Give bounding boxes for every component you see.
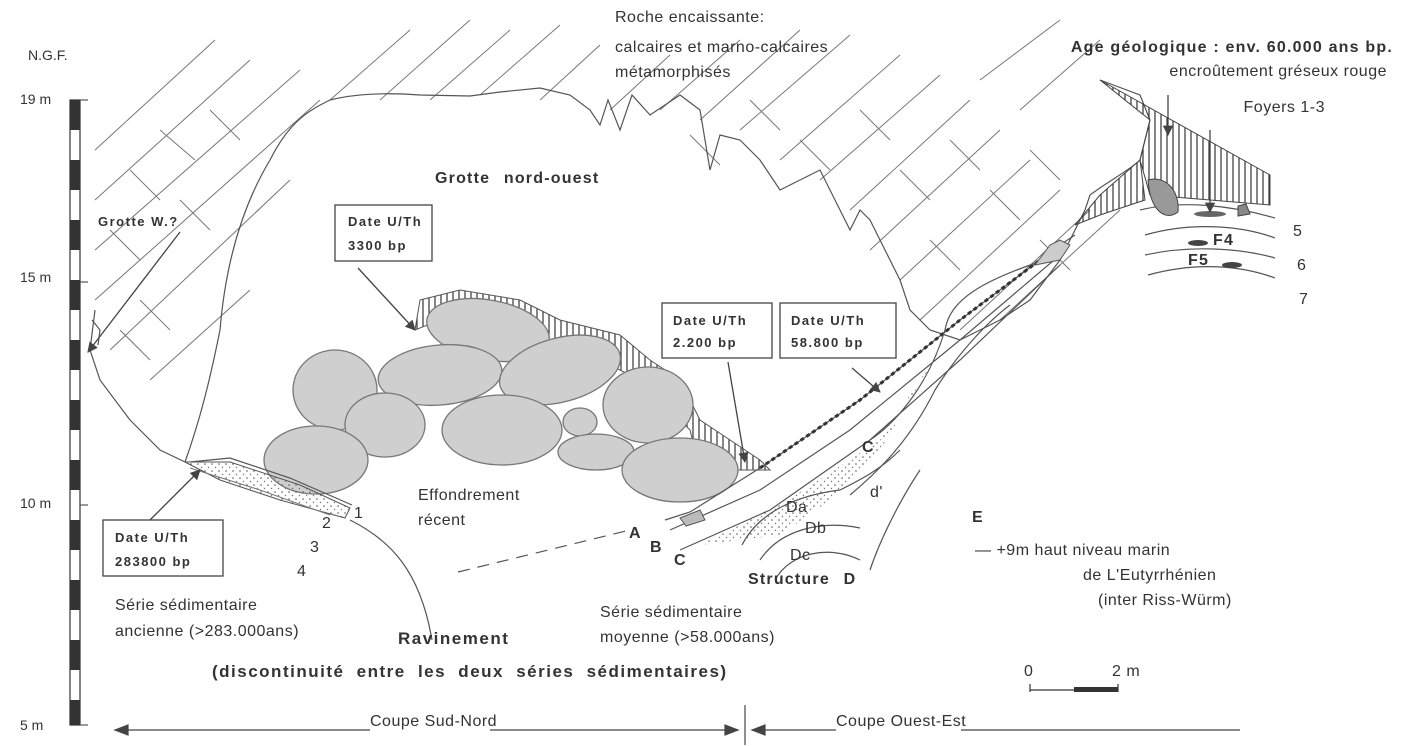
layer-b: B <box>650 539 663 556</box>
scale-tick-10m: 10 m <box>20 495 51 511</box>
layer-7: 7 <box>1299 291 1308 308</box>
scale-unit: N.G.F. <box>28 47 68 63</box>
scale-two-m: 2 m <box>1112 663 1140 680</box>
date-box-title: Date U/Th <box>348 214 422 229</box>
layer-e: E <box>972 509 984 526</box>
hearths-label: Foyers 1-3 <box>1244 99 1325 116</box>
scale-tick-5m: 5 m <box>20 717 43 733</box>
layer-3: 3 <box>310 539 319 556</box>
layer-da: Da <box>786 499 807 516</box>
hearth-f5: F5 <box>1188 252 1209 269</box>
section-arrows <box>113 705 1240 745</box>
coupe-sn-bg <box>370 712 490 734</box>
ancient-series-wedge <box>184 457 353 519</box>
effondrement-label-1: Effondrement <box>418 487 520 504</box>
serie-moyenne-label-1: Série sédimentaire <box>600 604 742 621</box>
date-box-title: Date U/Th <box>673 313 747 328</box>
structure-label: Structure D <box>748 571 856 588</box>
date-box-value: 283800 bp <box>115 554 191 569</box>
crust-wedge <box>1074 159 1146 226</box>
date-box-58800: Date U/Th 58.800 bp <box>779 302 897 359</box>
layer-5: 5 <box>1293 223 1302 240</box>
layer-dc: Dc <box>790 547 811 564</box>
serie-ancienne-label-1: Série sédimentaire <box>115 597 257 614</box>
age-label: Age géologique : env. 60.000 ans bp. <box>1071 39 1393 56</box>
crust-label: encroûtement gréseux rouge <box>1169 63 1387 80</box>
layer-db: Db <box>805 520 826 537</box>
grotte-nw-label: Grotte nord-ouest <box>435 170 599 187</box>
flowstone <box>1033 239 1071 266</box>
date-box-value: 3300 bp <box>348 238 407 253</box>
rock-label-2: calcaires et marno-calcaires <box>615 39 828 56</box>
date-box-283800: Date U/Th 283800 bp <box>102 519 224 577</box>
coupe-ouest-est-label: Coupe Ouest-Est <box>836 713 966 730</box>
effondrement-label-2: récent <box>418 512 466 529</box>
marine-label-2: de L'Eutyrrhénien <box>1083 567 1216 584</box>
layer-6: 6 <box>1297 257 1306 274</box>
dashed-correlation <box>457 529 631 573</box>
scale-tick-19m: 19 m <box>20 91 51 107</box>
layer-a: A <box>629 525 642 542</box>
date-box-title: Date U/Th <box>791 313 865 328</box>
marine-label-1: — +9m haut niveau marin <box>975 542 1170 559</box>
marine-label-3: (inter Riss-Würm) <box>1098 592 1232 609</box>
hearth-f4: F4 <box>1213 232 1234 249</box>
coupe-sud-nord-label: Coupe Sud-Nord <box>370 713 497 730</box>
date-box-3300: Date U/Th 3300 bp <box>334 204 433 262</box>
serie-moyenne-label-2: moyenne (>58.000ans) <box>600 629 775 646</box>
horizontal-scale-bar <box>1029 684 1119 692</box>
discontinuite-label: (discontinuité entre les deux séries séd… <box>212 662 728 681</box>
date-box-value: 2.200 bp <box>673 335 737 350</box>
date-box-value: 58.800 bp <box>791 335 864 350</box>
layer-4: 4 <box>297 563 306 580</box>
collapse-boulders <box>263 289 772 503</box>
grotte-w-label: Grotte W.? <box>98 214 179 229</box>
ravinement-line <box>349 519 433 641</box>
scale-tick-15m: 15 m <box>20 269 51 285</box>
layer-1: 1 <box>354 505 363 522</box>
date-box-2200: Date U/Th 2.200 bp <box>661 302 773 359</box>
grotte-w-wall <box>91 319 101 346</box>
rock-label-1: Roche encaissante: <box>615 9 765 26</box>
pointer-arrows <box>87 95 1216 521</box>
middle-series-layers <box>664 234 1076 581</box>
date-box-title: Date U/Th <box>115 530 189 545</box>
scale-zero: 0 <box>1024 663 1033 680</box>
ravinement-label: Ravinement <box>398 629 509 648</box>
layer-c-lower: C <box>674 552 687 569</box>
coupe-oe-bg <box>836 712 961 734</box>
layer-dprime: d' <box>870 484 883 501</box>
bedrock-hatching <box>94 19 1121 381</box>
serie-ancienne-label-2: ancienne (>283.000ans) <box>115 623 299 640</box>
layer-c-upper: C <box>862 439 875 456</box>
cave-outline <box>89 87 1091 463</box>
layer-2: 2 <box>322 515 331 532</box>
rock-label-3: métamorphisés <box>615 64 731 81</box>
ngf-scale-bar <box>69 99 88 726</box>
